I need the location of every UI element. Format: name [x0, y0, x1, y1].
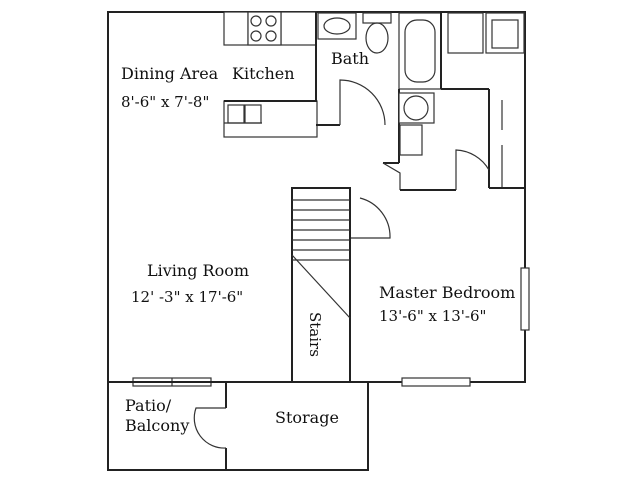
stove-icon — [247, 11, 282, 46]
kitchen-sink-counter — [223, 100, 318, 138]
dining-area-label: Dining Area — [121, 64, 219, 83]
stairs-label: Stairs — [306, 312, 324, 357]
patio-label-line1: Patio/ — [125, 396, 172, 415]
water-heater-icon — [398, 92, 435, 124]
bath-label: Bath — [331, 49, 370, 68]
storage-label: Storage — [275, 408, 339, 427]
master-bedroom-size: 13'-6" x 13'-6" — [379, 307, 487, 325]
bedroom-window-bottom — [401, 377, 471, 387]
kitchen-label: Kitchen — [232, 64, 295, 83]
closet-fixture-2 — [485, 12, 525, 54]
closet-fixture-1 — [447, 12, 484, 54]
bathtub-icon — [398, 12, 442, 90]
dining-area-size: 8'-6" x 7'-8" — [121, 93, 210, 111]
toilet-icon — [362, 12, 392, 54]
living-room-size: 12' -3" x 17'-6" — [131, 288, 244, 306]
utility-closet — [399, 124, 423, 156]
patio-balcony — [107, 381, 369, 471]
master-bedroom-label: Master Bedroom — [379, 283, 516, 302]
living-room-label: Living Room — [147, 261, 250, 280]
bedroom-window-right — [520, 267, 530, 331]
bathroom-sink-icon — [317, 12, 357, 40]
patio-label-line2: Balcony — [125, 416, 190, 435]
